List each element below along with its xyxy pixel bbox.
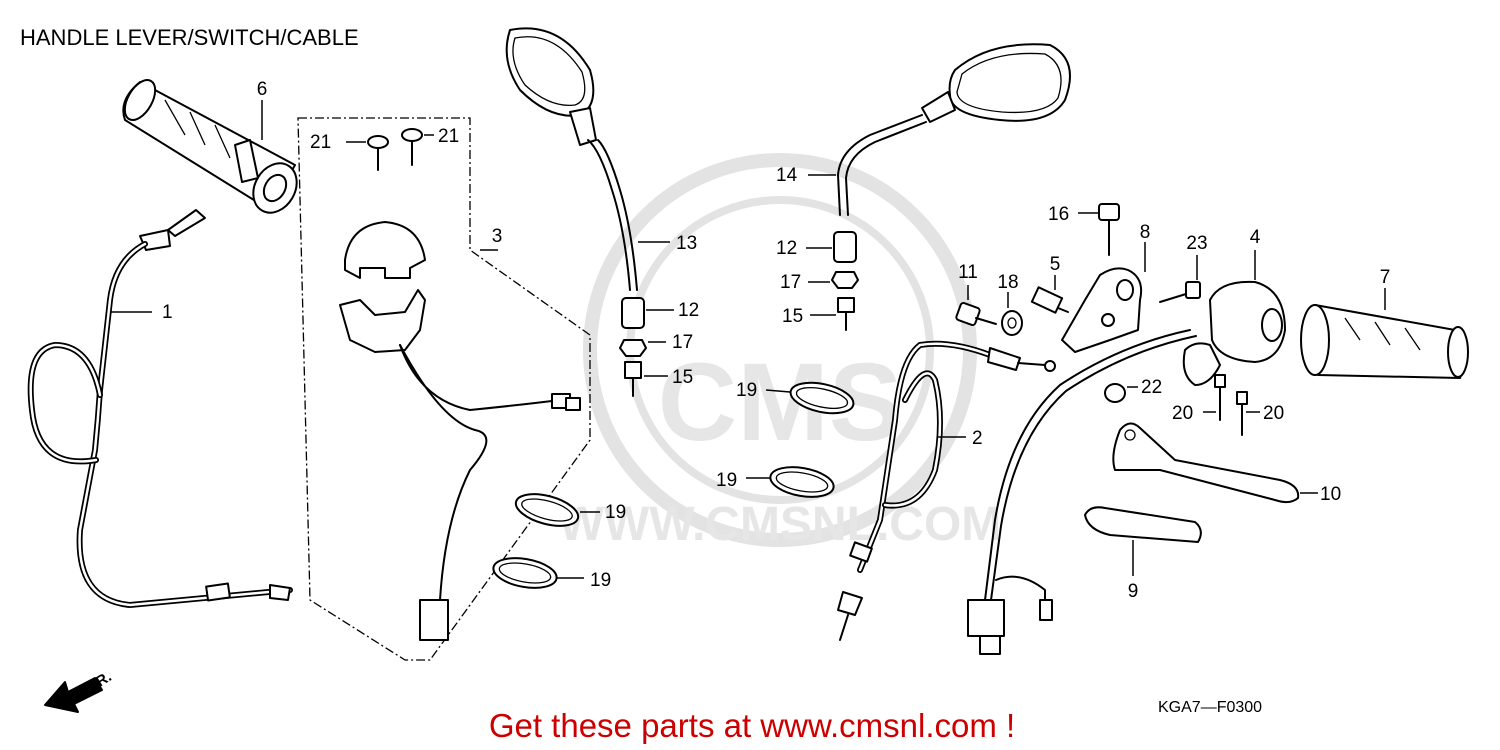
callout-19d: 19: [716, 470, 737, 491]
part-12-right-nut[interactable]: [833, 231, 857, 263]
part-15-right-adapter[interactable]: [837, 297, 855, 331]
part-13-left-mirror[interactable]: [505, 27, 638, 291]
part-4-switch-wiring[interactable]: [967, 329, 1197, 655]
diagram-title: HANDLE LEVER/SWITCH/CABLE: [20, 25, 359, 50]
part-9-lever-cover[interactable]: [1084, 506, 1202, 543]
callout-16: 16: [1048, 204, 1069, 225]
callout-2: 2: [972, 428, 983, 449]
callout-3: 3: [492, 226, 503, 247]
callout-15b: 15: [782, 306, 803, 327]
watermark: WWW.CMSNL.COM CMS: [559, 153, 1002, 551]
callout-19a: 19: [605, 502, 626, 523]
part-4-switch-housing[interactable]: [1182, 280, 1286, 386]
part-17-left-washer[interactable]: [619, 339, 647, 357]
leader-19c: [765, 389, 791, 393]
callout-21a: 21: [310, 132, 331, 153]
callout-4: 4: [1250, 227, 1261, 248]
part-18-nut[interactable]: [1001, 310, 1023, 336]
part-7-right-grip[interactable]: [1300, 304, 1469, 379]
callout-10: 10: [1320, 484, 1341, 505]
watermark-url: WWW.CMSNL.COM: [559, 498, 1002, 551]
diagram-code: KGA7—F0300: [1158, 699, 1262, 716]
callout-19b: 19: [590, 570, 611, 591]
callout-7: 7: [1380, 267, 1391, 288]
part-1-throttle-cable[interactable]: [27, 209, 293, 609]
callout-15a: 15: [672, 367, 693, 388]
part-15-left-adapter[interactable]: [624, 361, 642, 397]
part-19-band-b[interactable]: [491, 554, 559, 593]
callout-23: 23: [1186, 233, 1207, 254]
part-16-bolt[interactable]: [1098, 203, 1120, 256]
callout-19c: 19: [736, 380, 757, 401]
callout-21b: 21: [438, 126, 459, 147]
watermark-brand: CMS: [658, 341, 902, 464]
callout-20b: 20: [1263, 403, 1284, 424]
callout-22: 22: [1141, 377, 1162, 398]
callout-14: 14: [776, 165, 798, 186]
callout-17b: 17: [780, 272, 801, 293]
assembly-3-box: [297, 117, 591, 661]
part-23-screw[interactable]: [1159, 281, 1201, 303]
part-6-left-grip[interactable]: [119, 75, 306, 221]
callout-18: 18: [997, 272, 1018, 293]
callout-9: 9: [1128, 581, 1139, 602]
callout-1: 1: [162, 302, 173, 323]
callout-13: 13: [676, 233, 697, 254]
part-11-bolt[interactable]: [955, 301, 997, 327]
callout-6: 6: [257, 79, 268, 100]
part-3-switch-housing[interactable]: [339, 221, 581, 641]
part-21-screw-right[interactable]: [401, 128, 423, 166]
callout-5: 5: [1050, 254, 1061, 275]
part-10-lever[interactable]: [1112, 422, 1300, 504]
part-12-left-nut[interactable]: [621, 297, 645, 329]
part-19-band-a[interactable]: [512, 488, 581, 532]
part-5-stop-switch[interactable]: [1030, 286, 1069, 314]
callout-20a: 20: [1172, 403, 1193, 424]
part-17-right-washer[interactable]: [831, 271, 859, 289]
promo-link[interactable]: Get these parts at www.cmsnl.com !: [489, 707, 1015, 744]
part-21-screw-left[interactable]: [367, 135, 389, 171]
callout-17a: 17: [672, 332, 693, 353]
front-direction-arrow: FR.: [44, 668, 115, 713]
callout-12a: 12: [678, 300, 699, 321]
part-2-cable[interactable]: [837, 340, 1056, 641]
part-22-nut[interactable]: [1104, 383, 1126, 403]
part-19-band-c[interactable]: [788, 378, 856, 419]
part-14-right-mirror[interactable]: [837, 43, 1071, 216]
part-20-screw-right[interactable]: [1236, 391, 1248, 436]
callout-8: 8: [1140, 222, 1151, 243]
part-19-band-d[interactable]: [768, 463, 836, 502]
callout-12b: 12: [776, 238, 797, 259]
part-8-lever-holder[interactable]: [1061, 267, 1143, 353]
callout-11: 11: [958, 262, 978, 283]
part-20-screw-left[interactable]: [1214, 374, 1226, 421]
